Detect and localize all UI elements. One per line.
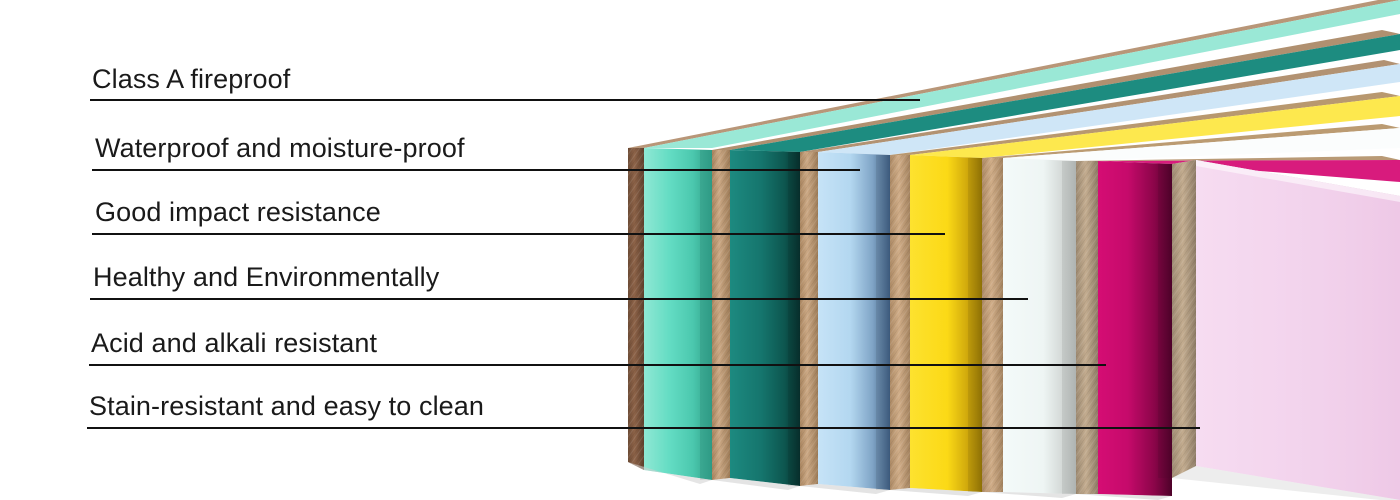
callout-rule-6 — [87, 427, 1200, 429]
callout-label-5: Acid and alkali resistant — [91, 328, 378, 358]
callout-label-3: Good impact resistance — [95, 197, 381, 227]
callout-rule-1 — [90, 99, 920, 101]
callout-rule-5 — [89, 364, 1106, 366]
callout-label-4: Healthy and Environmentally — [93, 262, 440, 292]
callout-rule-3 — [92, 233, 945, 235]
board-mint-green — [628, 0, 1400, 484]
board-yellow — [890, 92, 1400, 496]
board-pink — [1172, 160, 1400, 500]
board-light-blue — [800, 60, 1400, 494]
board-magenta — [1076, 156, 1400, 500]
callout-rule-4 — [90, 298, 1028, 300]
board-white — [982, 124, 1400, 498]
callout-label-1: Class A fireproof — [92, 64, 291, 94]
callout-rule-2 — [92, 169, 860, 171]
callout-label-6: Stain-resistant and easy to clean — [89, 391, 485, 421]
callout-label-2: Waterproof and moisture-proof — [95, 133, 465, 163]
